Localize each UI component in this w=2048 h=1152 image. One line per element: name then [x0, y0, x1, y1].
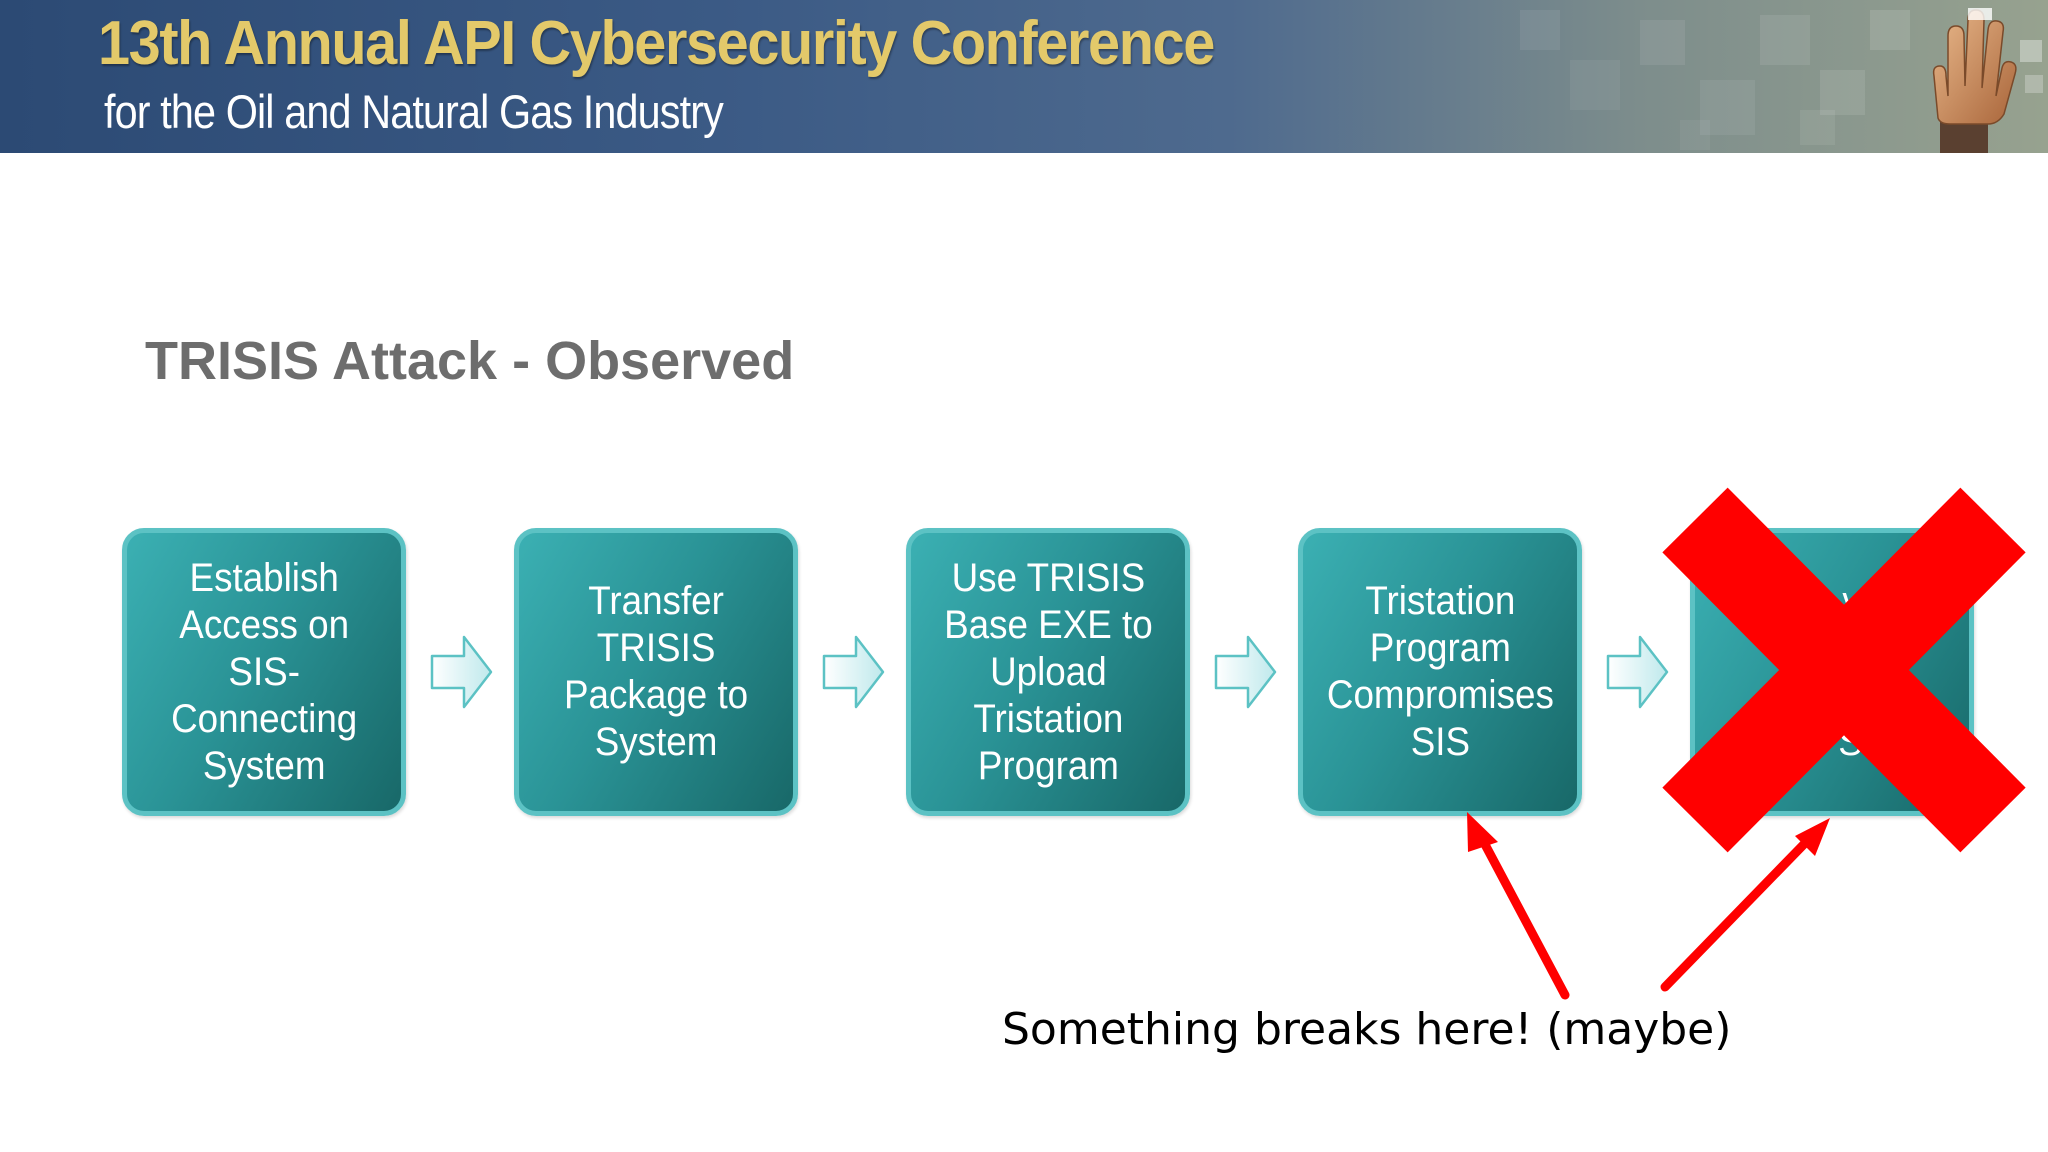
conference-title: 13th Annual API Cybersecurity Conference — [98, 9, 1215, 78]
step-label: ver SIS — [1838, 579, 1898, 764]
process-step-crossed-out: ver SIS — [1690, 528, 1974, 816]
header-banner: 13th Annual API Cybersecurity Conference… — [0, 0, 2048, 153]
decorative-squares — [1520, 10, 2043, 150]
step-label: Establish Access on SIS- Connecting Syst… — [170, 555, 358, 788]
process-step-compromise-sis: Tristation Program Compromises SIS — [1298, 528, 1582, 816]
conference-subtitle: for the Oil and Natural Gas Industry — [104, 85, 724, 138]
red-arrow-icon — [1467, 812, 1570, 1000]
flow-arrow-icon — [822, 635, 885, 709]
process-step-establish-access: Establish Access on SIS- Connecting Syst… — [122, 528, 406, 816]
annotation-note: Something breaks here! (maybe) — [1002, 1004, 1732, 1055]
step-label: Tristation Program Compromises SIS — [1326, 579, 1554, 764]
flow-arrow-icon — [1606, 635, 1669, 709]
slide-title: TRISIS Attack - Observed — [145, 331, 795, 391]
flow-arrow-icon — [1214, 635, 1277, 709]
red-arrow-icon — [1660, 818, 1830, 992]
flow-arrow-icon — [430, 635, 493, 709]
process-step-transfer-package: Transfer TRISIS Package to System — [514, 528, 798, 816]
step-label: Use TRISIS Base EXE to Upload Tristation… — [943, 555, 1153, 788]
process-step-upload-program: Use TRISIS Base EXE to Upload Tristation… — [906, 528, 1190, 816]
raised-hand-icon — [1932, 8, 2017, 153]
step-label: Transfer TRISIS Package to System — [563, 579, 749, 764]
